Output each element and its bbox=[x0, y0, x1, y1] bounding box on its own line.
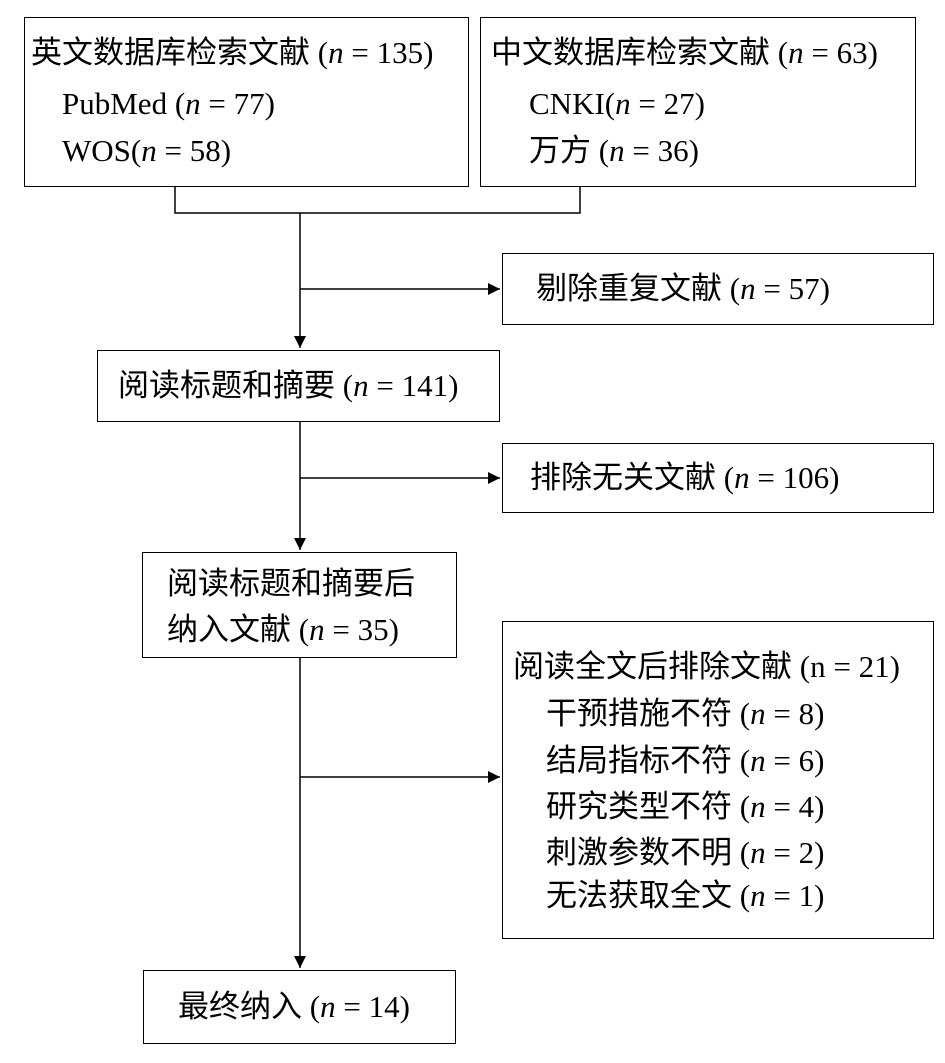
fulltext-excluded-title: 阅读全文后排除文献 (n = 21) bbox=[513, 649, 900, 684]
reason-study-type: 研究类型不符 (n = 4) bbox=[546, 789, 825, 824]
included-after-abstract-box: 阅读标题和摘要后 纳入文献 (n = 35) bbox=[142, 552, 457, 658]
chinese-database-box: 中文数据库检索文献 (n = 63) CNKI(n = 27) 万方 (n = … bbox=[480, 17, 916, 187]
cnki-count: CNKI(n = 27) bbox=[529, 86, 705, 121]
chinese-database-title: 中文数据库检索文献 (n = 63) bbox=[491, 35, 878, 70]
wanfang-count: 万方 (n = 36) bbox=[529, 133, 699, 168]
irrelevant-excluded-label: 排除无关文献 (n = 106) bbox=[530, 460, 840, 495]
final-included-label: 最终纳入 (n = 14) bbox=[178, 989, 410, 1024]
pubmed-count: PubMed (n = 77) bbox=[62, 86, 275, 121]
screen-abstract-label: 阅读标题和摘要 (n = 141) bbox=[118, 368, 459, 403]
reason-no-fulltext: 无法获取全文 (n = 1) bbox=[546, 878, 825, 913]
fulltext-excluded-box: 阅读全文后排除文献 (n = 21) 干预措施不符 (n = 8) 结局指标不符… bbox=[502, 621, 934, 939]
wos-count: WOS(n = 58) bbox=[62, 133, 232, 168]
final-included-box: 最终纳入 (n = 14) bbox=[143, 970, 456, 1044]
screen-abstract-box: 阅读标题和摘要 (n = 141) bbox=[97, 350, 500, 422]
merge-bracket bbox=[174, 187, 581, 214]
included-after-abstract-line1: 阅读标题和摘要后 bbox=[167, 566, 415, 601]
english-database-title: 英文数据库检索文献 (n = 135) bbox=[31, 35, 434, 70]
english-database-box: 英文数据库检索文献 (n = 135) PubMed (n = 77) WOS(… bbox=[24, 17, 469, 187]
duplicates-removed-label: 剔除重复文献 (n = 57) bbox=[536, 271, 830, 306]
duplicates-removed-box: 剔除重复文献 (n = 57) bbox=[502, 253, 934, 325]
reason-intervention: 干预措施不符 (n = 8) bbox=[546, 696, 825, 731]
reason-parameters: 刺激参数不明 (n = 2) bbox=[546, 835, 825, 870]
reason-outcome: 结局指标不符 (n = 6) bbox=[546, 743, 825, 778]
included-after-abstract-line2: 纳入文献 (n = 35) bbox=[167, 612, 399, 647]
irrelevant-excluded-box: 排除无关文献 (n = 106) bbox=[502, 443, 934, 513]
